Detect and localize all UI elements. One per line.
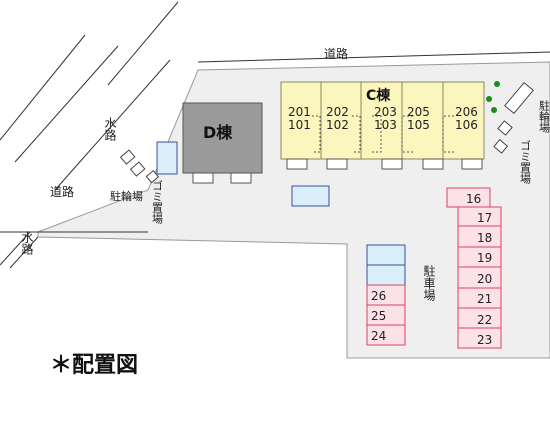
c-unit-203: 203 <box>374 105 397 119</box>
parking-lot-label: 駐車場 <box>422 264 436 302</box>
road-label-north: 道路 <box>324 46 348 61</box>
c-unit-106: 106 <box>455 118 478 132</box>
page-title: ＊配置図 <box>50 353 138 378</box>
parking-space-blue-1 <box>366 244 406 266</box>
parking-space-25: 25 <box>371 309 386 323</box>
road-lines <box>0 1 550 269</box>
parking-space-23: 23 <box>477 333 492 347</box>
bicycle-parking-label-right: 駐輪場 <box>538 99 550 134</box>
right-facility-markers <box>493 81 534 154</box>
c-unit-201: 201 <box>288 105 311 119</box>
c-unit-202: 202 <box>326 105 349 119</box>
c-unit-205: 205 <box>407 105 430 119</box>
parking-space-19: 19 <box>477 251 492 265</box>
c-unit-102: 102 <box>326 118 349 132</box>
parking-space-24: 24 <box>371 329 386 343</box>
bicycle-parking-label-left: 駐輪場 <box>110 189 143 203</box>
parking-right-column[interactable]: 16 17 18 19 20 21 22 23 <box>446 187 502 349</box>
parking-space-17: 17 <box>477 211 492 225</box>
c-unit-101: 101 <box>288 118 311 132</box>
parking-space-21: 21 <box>477 292 492 306</box>
left-facility-markers <box>119 149 160 184</box>
d-building[interactable]: D棟 <box>182 102 263 184</box>
parking-space-22: 22 <box>477 313 492 327</box>
parking-left-column[interactable]: 26 25 24 <box>366 244 406 346</box>
c-building[interactable]: C棟 201 101 202 102 203 103 205 105 206 1… <box>280 81 485 170</box>
waterway-label-lower: 水路 <box>20 231 34 256</box>
c-building-label: C棟 <box>366 87 391 104</box>
tree-icons <box>486 81 500 113</box>
c-unit-103: 103 <box>374 118 397 132</box>
parking-space-16: 16 <box>466 192 481 206</box>
garbage-label-right: ゴミ置場 <box>519 139 532 185</box>
waterway-label-upper: 水路 <box>103 117 117 142</box>
c-unit-105: 105 <box>407 118 430 132</box>
c-unit-206: 206 <box>455 105 478 119</box>
d-building-label: D棟 <box>203 123 233 142</box>
garbage-label-left: ゴミ置場 <box>151 179 164 225</box>
road-label-west: 道路 <box>50 184 74 199</box>
garbage-box-left <box>156 141 178 175</box>
parking-space-26: 26 <box>371 289 386 303</box>
parking-space-18: 18 <box>477 231 492 245</box>
parking-space-blue-2 <box>366 264 406 286</box>
blue-slot-center <box>291 185 330 207</box>
parking-space-20: 20 <box>477 272 492 286</box>
